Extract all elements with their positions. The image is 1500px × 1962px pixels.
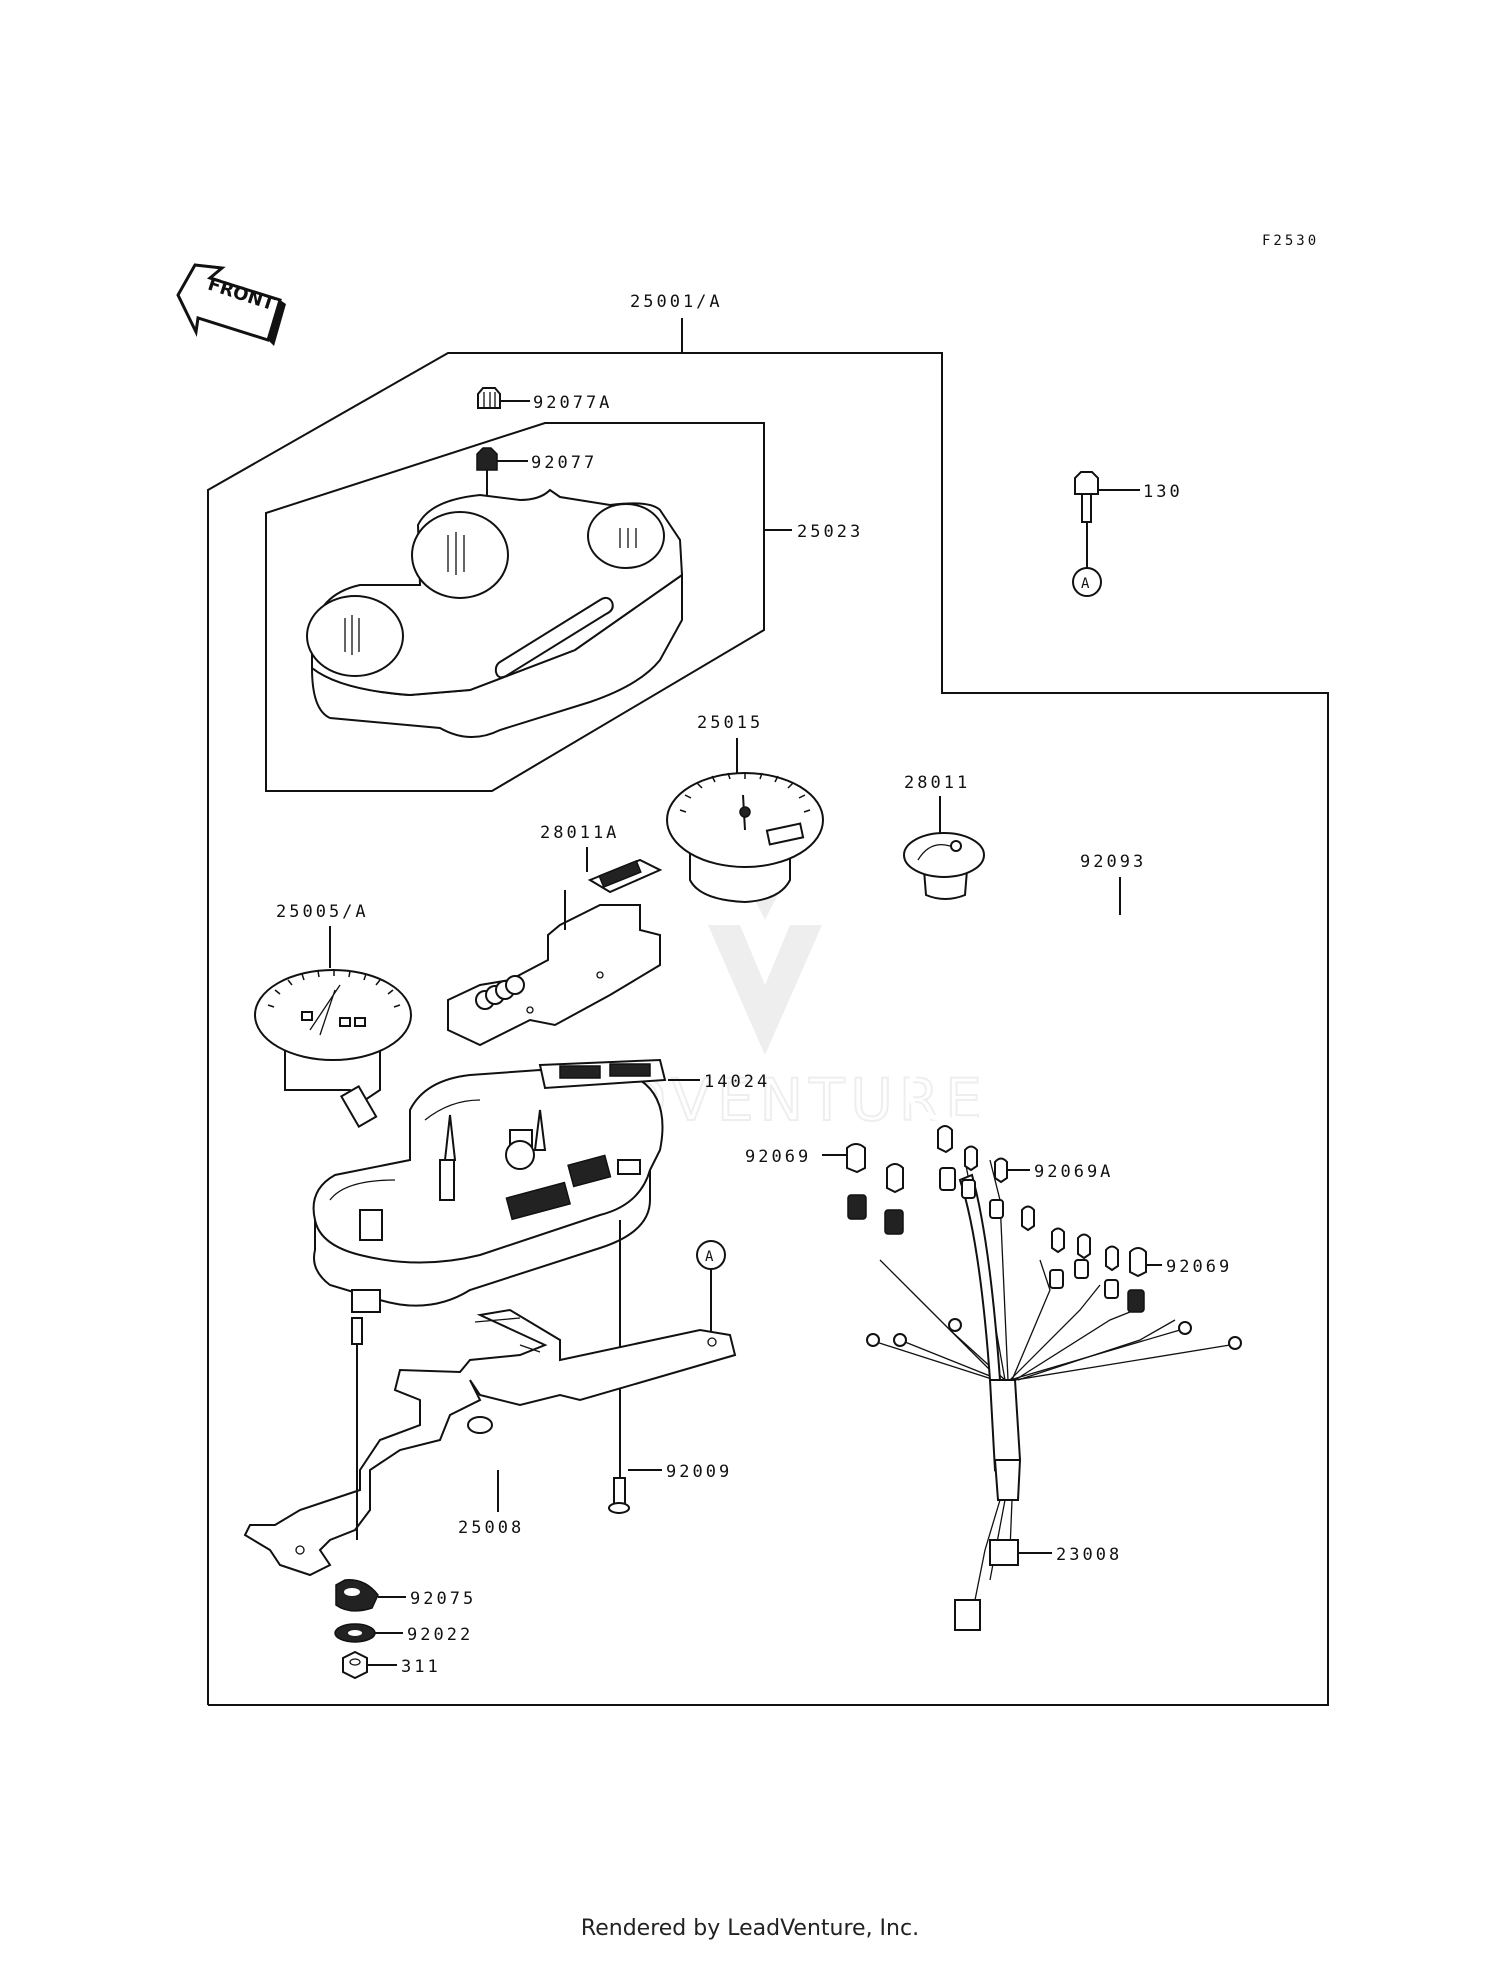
case-cover-box: 25023: [265, 422, 863, 792]
callout-92009: 92009: [666, 1462, 732, 1482]
callout-92022: 92022: [407, 1625, 473, 1645]
callout-92077a: 92077A: [533, 393, 612, 413]
callout-92069a: 92069A: [1034, 1162, 1113, 1182]
reference-a-top: A: [1081, 576, 1090, 592]
callout-25023: 25023: [797, 522, 863, 542]
callout-28011a: 28011A: [540, 823, 619, 843]
callout-25005a: 25005/A: [276, 902, 369, 922]
bolt-130: 130 A: [1072, 471, 1183, 597]
screw-92009: 92009: [608, 1462, 732, 1514]
callout-25008: 25008: [458, 1518, 524, 1538]
callout-92077: 92077: [531, 453, 597, 473]
cap-92077a: 92077A: [477, 387, 612, 413]
seal-92093: 92093: [907, 852, 1241, 1123]
speedometer-25005a: 25005/A: [254, 902, 412, 1129]
callout-23008: 23008: [1056, 1545, 1122, 1565]
callout-28011: 28011: [904, 773, 970, 793]
callout-311: 311: [401, 1657, 441, 1677]
reference-a-bottom: A: [696, 1240, 726, 1340]
callout-92093: 92093: [1080, 852, 1146, 872]
callout-25001-a: 25001/A: [630, 292, 723, 312]
figure-code: F2530: [1262, 233, 1319, 249]
callout-92075: 92075: [410, 1589, 476, 1609]
callout-92069-right: 92069: [1166, 1257, 1232, 1277]
callout-130: 130: [1143, 482, 1183, 502]
bracket-25008: 25008: [243, 1308, 737, 1577]
assembly-outline: 25001/A: [207, 292, 1329, 1706]
callout-14024: 14024: [704, 1072, 770, 1092]
nut-311: 311: [342, 1650, 441, 1680]
indicator-28011: 28011: [903, 773, 985, 900]
svg-text:A: A: [705, 1249, 714, 1265]
damper-92075: 92075: [335, 1579, 476, 1612]
callout-25015: 25015: [697, 713, 763, 733]
washer-92022: 92022: [334, 1623, 473, 1645]
front-arrow-icon: FRONT: [176, 263, 286, 346]
tachometer-25015: 25015: [666, 713, 824, 904]
callout-92069-left: 92069: [745, 1147, 811, 1167]
indicator-28011a: 28011A: [447, 823, 663, 1047]
footer-credit: Rendered by LeadVenture, Inc.: [580, 1916, 920, 1941]
meter-case-cover: [306, 488, 684, 739]
wiring-harness-23008: 23008 92069 92069A: [745, 1125, 1242, 1631]
